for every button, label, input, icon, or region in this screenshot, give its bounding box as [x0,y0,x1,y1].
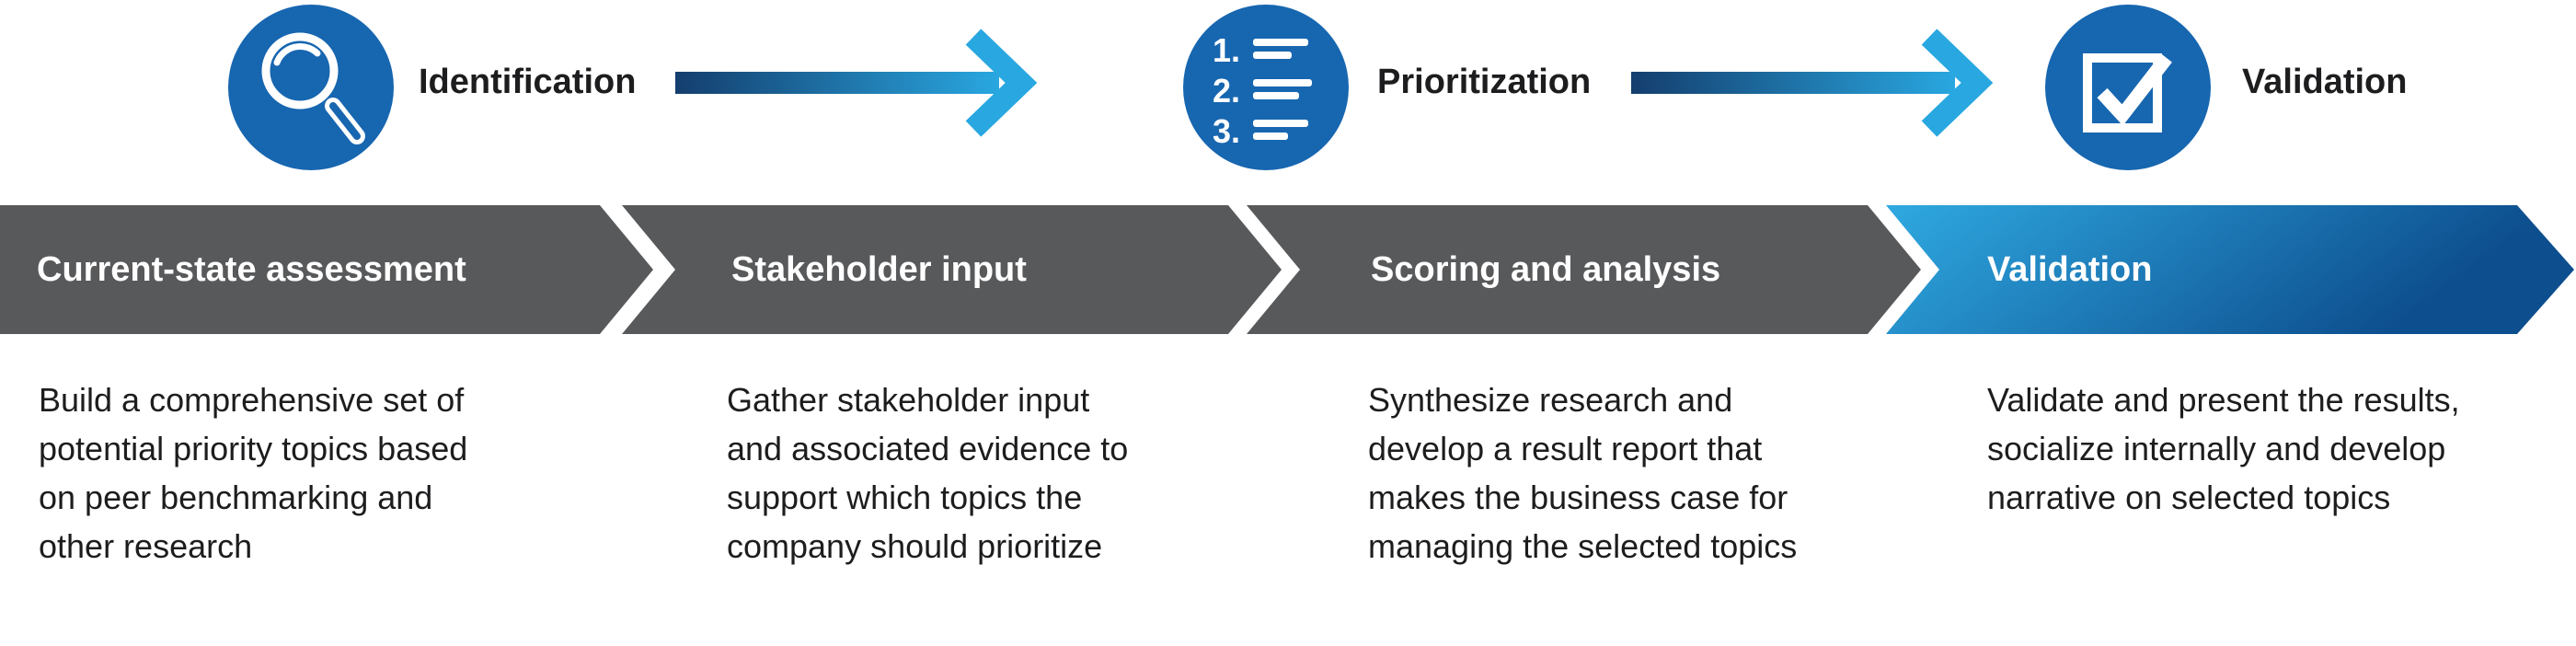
arrow-head [1921,29,1994,137]
phase-label-validation: Validation [2242,63,2408,101]
list-number-1: 1. [1213,31,1240,69]
icon-circle [2045,5,2211,170]
icon-circle [1183,5,1349,170]
icon-circle [228,5,394,170]
magnifier-highlight [273,42,321,66]
list-number-3: 3. [1213,112,1240,150]
stage-description: Synthesize research and develop a result… [1368,381,1798,565]
magnifier-handle-fill [329,102,361,140]
phase-label-identification: Identification [419,63,637,101]
list-line [1253,79,1312,87]
stage-title: Scoring and analysis [1371,250,1721,289]
flow-arrow-icon [675,29,1038,137]
stage-chevron-stakeholder-input [622,205,1282,334]
list-line [1253,92,1299,99]
list-line [1253,133,1288,140]
stage-description: Gather stakeholder input and associated … [727,381,1129,565]
arrow-shaft [1631,72,1955,94]
list-line [1253,52,1292,59]
stage-title: Validation [1987,250,2153,289]
stage-bar [0,205,2574,334]
checkmark [2097,53,2172,126]
magnifier-lens [261,32,339,110]
stage-description: Validate and present the results, social… [1987,381,2460,516]
checkbox-check-icon [2045,5,2211,170]
numbered-list-icon: 1. 2. 3. [1183,5,1349,170]
stage-chevron-scoring-analysis [1247,205,1921,334]
arrow-head [965,29,1038,137]
flow-arrow-icon [1631,29,1994,137]
arrow-shaft [675,72,999,94]
stage-title: Stakeholder input [731,250,1027,289]
list-number-2: 2. [1213,72,1240,110]
stage-chevron-current-state [0,205,653,334]
checkbox-square [2083,53,2162,133]
list-line [1253,120,1308,127]
stage-description: Build a comprehensive set of potential p… [39,381,468,565]
list-line [1253,39,1308,46]
stage-title: Current-state assessment [37,250,466,289]
phase-label-prioritization: Prioritization [1377,63,1592,101]
stage-chevron-validation [1886,205,2574,334]
magnifier-icon [228,5,394,170]
